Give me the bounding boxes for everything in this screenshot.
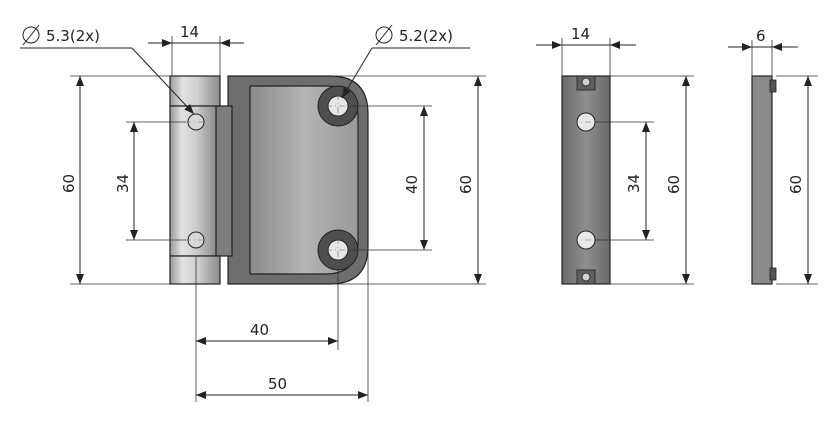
dimension-offset-40: 40	[195, 256, 339, 402]
hinge-edge-view	[751, 75, 777, 285]
left-leaf	[213, 105, 233, 257]
dim-label-hole-spacing-right: 40	[403, 175, 421, 194]
hinge-front-view	[169, 75, 369, 285]
dimension-edge-height: 60	[776, 75, 818, 285]
dimension-hole-spacing-left: 34	[114, 121, 186, 241]
dimension-height-right: 60	[330, 75, 486, 285]
dim-label-side-height: 60	[665, 175, 683, 194]
knuckle-middle	[169, 105, 217, 257]
dimension-side-width: 14	[536, 25, 636, 76]
side-body	[561, 75, 611, 285]
callout-hole-right: 5.2(2x)	[341, 24, 470, 99]
dim-label-height-right: 60	[457, 175, 475, 194]
diameter-symbol-icon	[375, 24, 393, 46]
dimension-knuckle-width: 14	[148, 23, 244, 76]
hinge-side-view	[561, 75, 611, 285]
dimension-side-height: 60	[610, 75, 694, 285]
dim-label-knuckle-width: 14	[180, 23, 199, 41]
edge-body	[751, 75, 773, 285]
callout-hole-left: 5.3(2x)	[20, 24, 195, 115]
knuckle-bottom	[169, 255, 221, 285]
dim-label-edge-thickness: 6	[756, 27, 766, 45]
diameter-symbol-icon	[22, 24, 40, 46]
dim-label-side-hole-spacing: 34	[625, 174, 643, 193]
dim-label-height-left: 60	[60, 174, 78, 193]
knuckle-top	[169, 75, 221, 107]
dim-label-hole-spacing-left: 34	[114, 174, 132, 193]
dimension-edge-thickness: 6	[728, 27, 798, 76]
callout-label-hole-right: 5.2(2x)	[399, 27, 453, 45]
dimension-hole-spacing-right: 40	[350, 105, 432, 251]
dim-label-edge-height: 60	[787, 175, 805, 194]
dimension-side-hole-spacing: 34	[595, 121, 654, 241]
dimension-height-left: 60	[60, 75, 170, 285]
dimension-overall-50: 50	[196, 246, 369, 402]
dim-label-offset-40: 40	[250, 321, 269, 339]
callout-label-hole-left: 5.3(2x)	[46, 27, 100, 45]
dim-label-overall-50: 50	[268, 375, 287, 393]
dim-label-side-width: 14	[571, 25, 590, 43]
